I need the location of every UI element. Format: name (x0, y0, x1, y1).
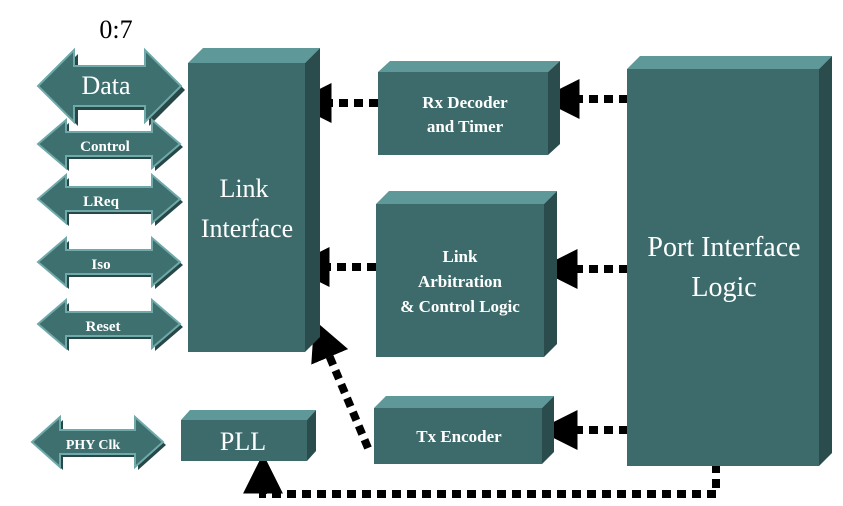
block-side (544, 191, 557, 357)
block-face (378, 72, 548, 155)
link-arbitration-label-line3: & Control Logic (400, 297, 520, 316)
bus-width-label: 0:7 (99, 15, 132, 44)
port-to-pll-arrow (243, 453, 720, 498)
arrow-body (30, 414, 165, 470)
block-face (376, 204, 544, 357)
link-arbitration-block: Link Arbitration & Control Logic (376, 191, 557, 357)
block-side (819, 56, 832, 466)
block-face (374, 408, 542, 464)
pll-block: PLL (181, 410, 316, 461)
link-interface-block: Link Interface (188, 48, 320, 352)
block-side (548, 61, 560, 155)
block-top (376, 191, 557, 204)
tx-encoder-label: Tx Encoder (416, 427, 502, 446)
pll-label: PLL (220, 427, 266, 456)
arrow-body (36, 297, 182, 351)
block-face (627, 69, 819, 466)
data-signal-label: Data (81, 71, 131, 100)
data-signal-arrow: Data (36, 47, 185, 126)
block-top (181, 410, 316, 420)
iso-signal-label: Iso (91, 257, 110, 273)
lreq-signal-label: LReq (83, 194, 119, 210)
reset-signal-arrow: Reset (36, 297, 183, 351)
block-top (627, 56, 832, 69)
port-interface-label-line1: Port Interface (647, 232, 800, 263)
phy-clk-signal-label: PHY Clk (66, 438, 121, 453)
arrow-body (36, 47, 183, 125)
link-arbitration-label-line2: Arbitration (418, 272, 503, 291)
tx-encoder-block: Tx Encoder (374, 396, 554, 464)
control-signal-label: Control (80, 139, 130, 155)
port-interface-block: Port Interface Logic (627, 56, 832, 466)
reset-signal-label: Reset (86, 319, 121, 335)
block-top (188, 48, 320, 63)
arrow-body (36, 172, 182, 226)
connections (243, 79, 720, 498)
control-signal-arrow: Control (36, 117, 183, 171)
block-face (181, 420, 307, 461)
arrow-body (36, 235, 182, 289)
link-interface-label-line1: Link (219, 174, 268, 203)
block-top (374, 396, 554, 408)
iso-signal-arrow: Iso (36, 235, 183, 289)
tx-to-link-arrow (311, 319, 372, 450)
block-side (542, 396, 554, 464)
block-face (188, 63, 305, 352)
lreq-signal-arrow: LReq (36, 172, 183, 226)
block-top (378, 61, 560, 72)
rx-decoder-label-line1: Rx Decoder (422, 93, 508, 112)
port-interface-label-line2: Logic (691, 272, 756, 303)
arrow-body (36, 117, 182, 171)
link-arbitration-label-line1: Link (443, 247, 479, 266)
phy-clk-signal-arrow: PHY Clk (30, 414, 166, 470)
rx-decoder-label-line2: and Timer (427, 117, 504, 136)
rx-decoder-block: Rx Decoder and Timer (378, 61, 560, 155)
link-interface-label-line2: Interface (201, 214, 293, 243)
block-side (305, 48, 320, 352)
block-side (307, 410, 316, 461)
